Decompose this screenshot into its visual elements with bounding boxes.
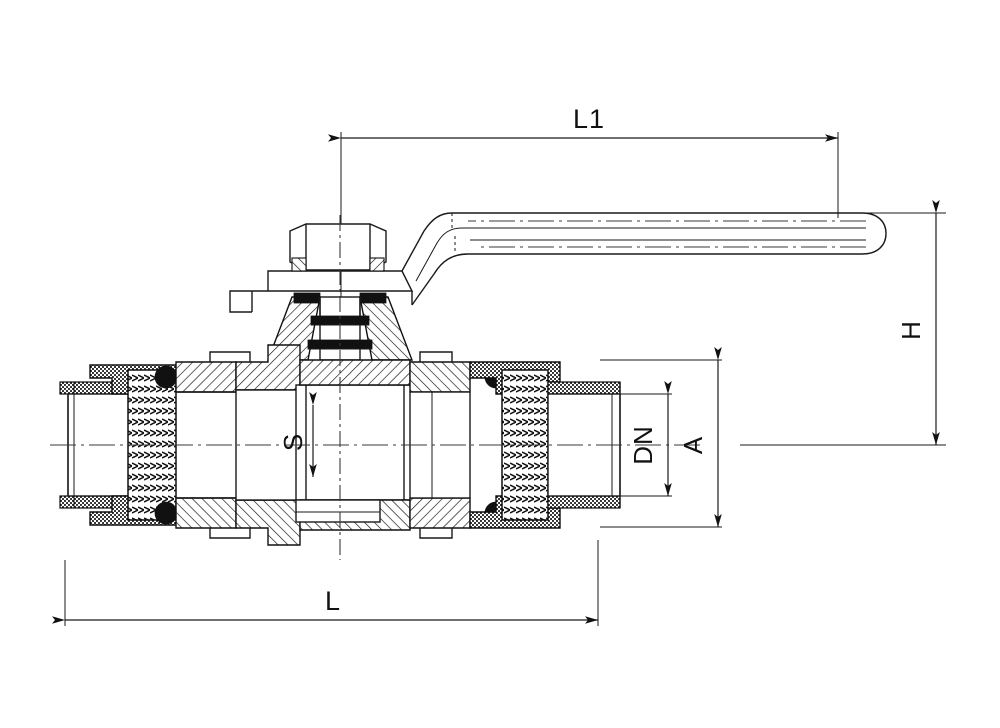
- dimension-label-L: L: [325, 586, 341, 616]
- lever-handle: [267, 212, 887, 306]
- dimension-label-S: S: [278, 433, 308, 451]
- dimension-label-H: H: [896, 320, 926, 340]
- stem-hex-nut: [289, 223, 387, 272]
- dimension-DN: [600, 381, 672, 497]
- dimension-label-L1: L1: [573, 104, 605, 134]
- dimension-H: [740, 200, 946, 446]
- dimension-label-DN: DN: [628, 425, 658, 465]
- dimension-L1: [328, 132, 839, 300]
- dimension-L: [52, 540, 599, 626]
- dimension-A: [600, 347, 722, 528]
- dimension-label-A: A: [678, 436, 708, 454]
